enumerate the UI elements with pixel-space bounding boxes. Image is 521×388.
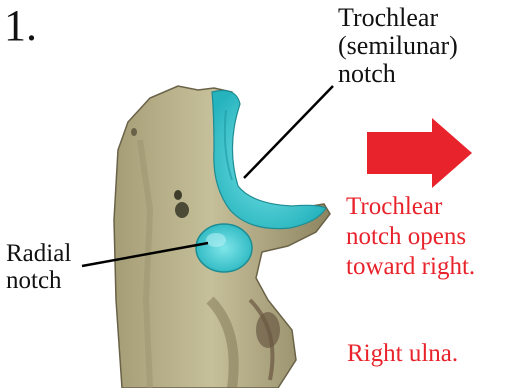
arrow-right-icon bbox=[367, 118, 472, 188]
side-note: Right ulna. bbox=[347, 340, 458, 367]
trochlear-notch-label: Trochlear (semilunar) notch bbox=[338, 4, 458, 88]
orientation-note-line: Trochlear bbox=[346, 192, 475, 222]
radial-notch-cartilage bbox=[196, 224, 252, 272]
trochlear-label-line: Trochlear bbox=[338, 4, 458, 32]
trochlear-label-line: (semilunar) bbox=[338, 32, 458, 60]
orientation-note-line: toward right. bbox=[346, 252, 475, 282]
figure-number: 1. bbox=[4, 2, 37, 50]
orientation-note-line: notch opens bbox=[346, 222, 475, 252]
radial-label-line: notch bbox=[6, 267, 71, 294]
orientation-note: Trochlear notch opens toward right. bbox=[346, 192, 475, 282]
trochlear-label-line: notch bbox=[338, 60, 458, 88]
trochlear-leader-line bbox=[244, 86, 333, 178]
radial-label-line: Radial bbox=[6, 240, 71, 267]
radial-notch-label: Radial notch bbox=[6, 240, 71, 294]
